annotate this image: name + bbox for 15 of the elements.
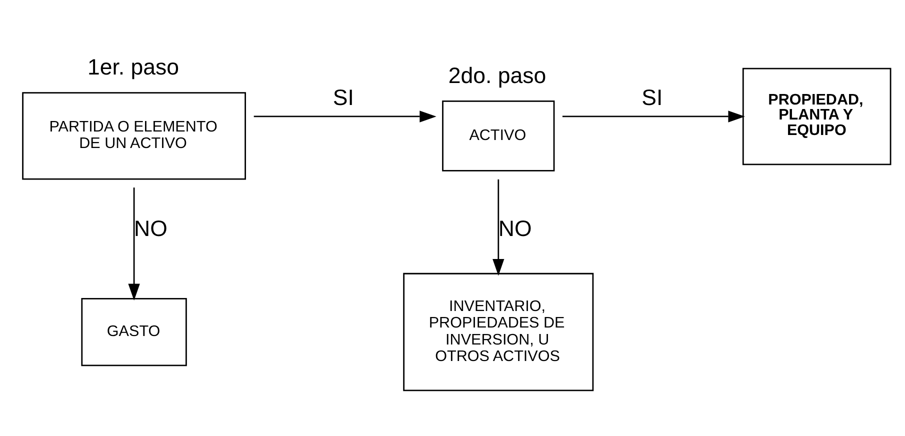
node-box: GASTO (81, 298, 187, 366)
edge-label: SI (642, 85, 663, 110)
node-box: PARTIDA O ELEMENTO DE UN ACTIVO (22, 92, 246, 180)
arrow (492, 179, 504, 276)
edge-label: SI (332, 85, 354, 110)
node-box: INVENTARIO, PROPIEDADES DE INVERSION, U OTROS ACTIVOS (403, 272, 594, 392)
arrow (254, 110, 436, 122)
node-label: 2do. paso (448, 62, 546, 88)
arrow (128, 188, 140, 300)
edge-label: NO (134, 216, 168, 241)
node-label: 1er. paso (87, 54, 180, 80)
arrow (562, 110, 745, 122)
edge-label: NO (498, 216, 532, 241)
node-box: ACTIVO (442, 100, 555, 172)
node-box: PROPIEDAD, PLANTA Y EQUIPO (742, 68, 892, 166)
